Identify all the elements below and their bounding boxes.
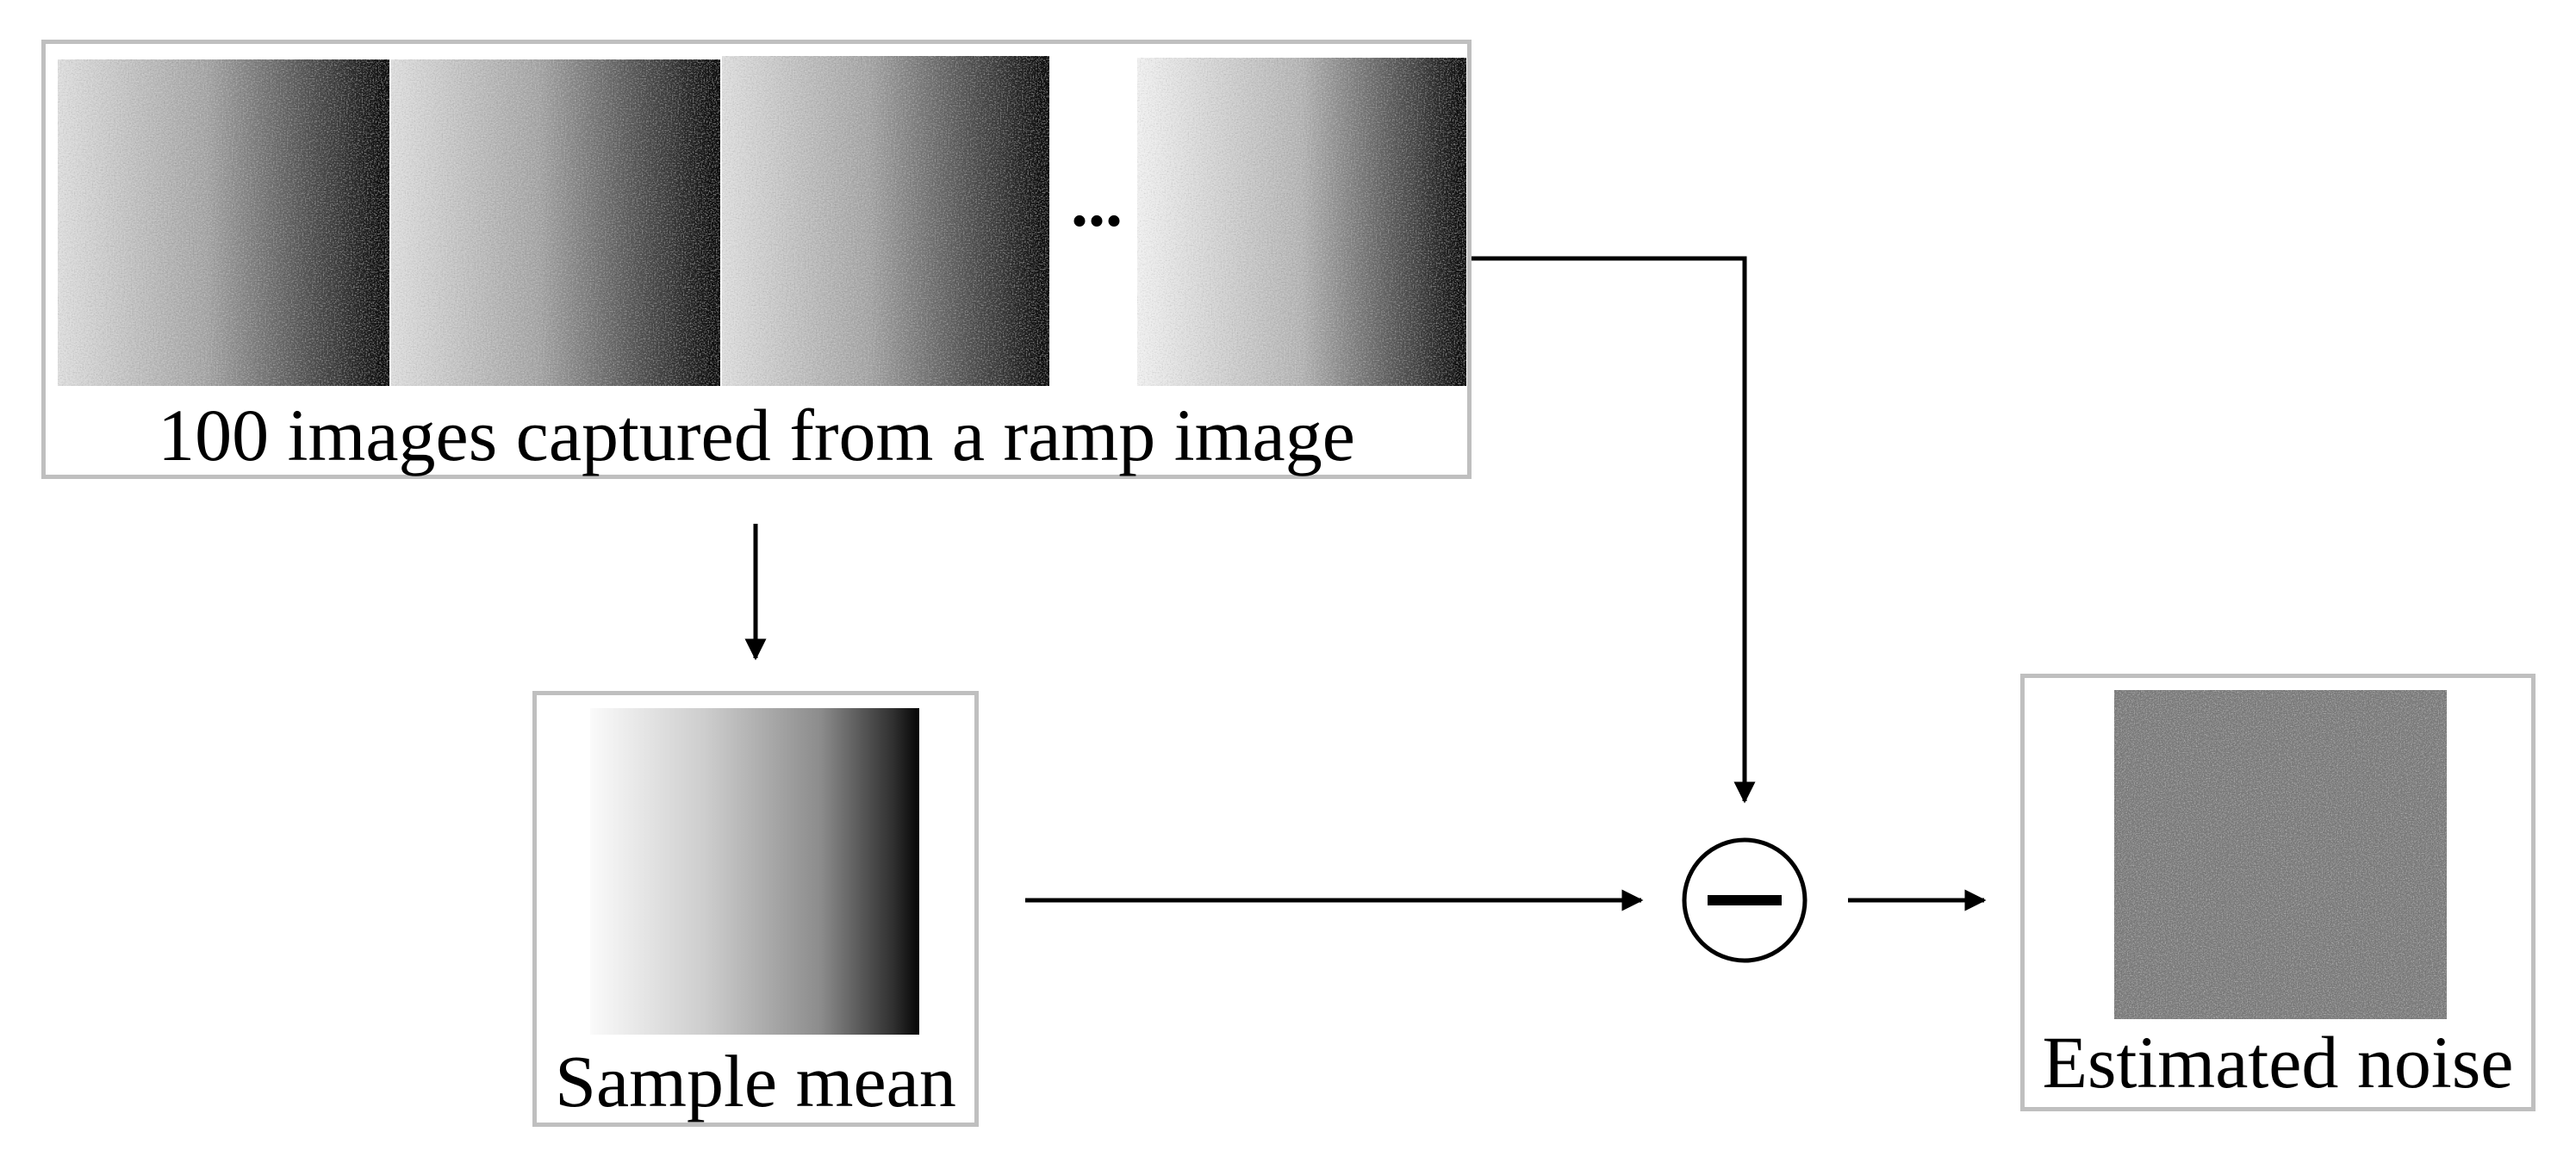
captured-image-100-svg [1137,58,1466,386]
captured-image-3-svg [722,56,1049,386]
captured-image-2-svg [391,59,720,386]
estimated-noise-svg [2114,690,2447,1019]
ellipsis: ... [1071,165,1123,241]
captured-image-100 [1137,58,1466,386]
captured-image-2 [391,59,720,386]
captured-image-1 [58,59,389,386]
captured-image-1-svg [58,59,389,386]
estimated-noise-panel: Estimated noise [2020,674,2536,1111]
sample-mean-image [590,708,919,1035]
captures-panel: ... 100 images captured from a ramp imag… [41,40,1472,479]
sample-mean-svg [590,708,919,1035]
arrow-captures-to-subtract [1472,256,1756,804]
sample-mean-caption: Sample mean [555,1040,956,1123]
sample-mean-panel: Sample mean [532,691,979,1127]
estimated-noise-image [2114,690,2447,1019]
estimated-noise-caption: Estimated noise [2042,1021,2514,1104]
captures-caption: 100 images captured from a ramp image [158,394,1355,476]
captured-image-3 [722,56,1049,386]
